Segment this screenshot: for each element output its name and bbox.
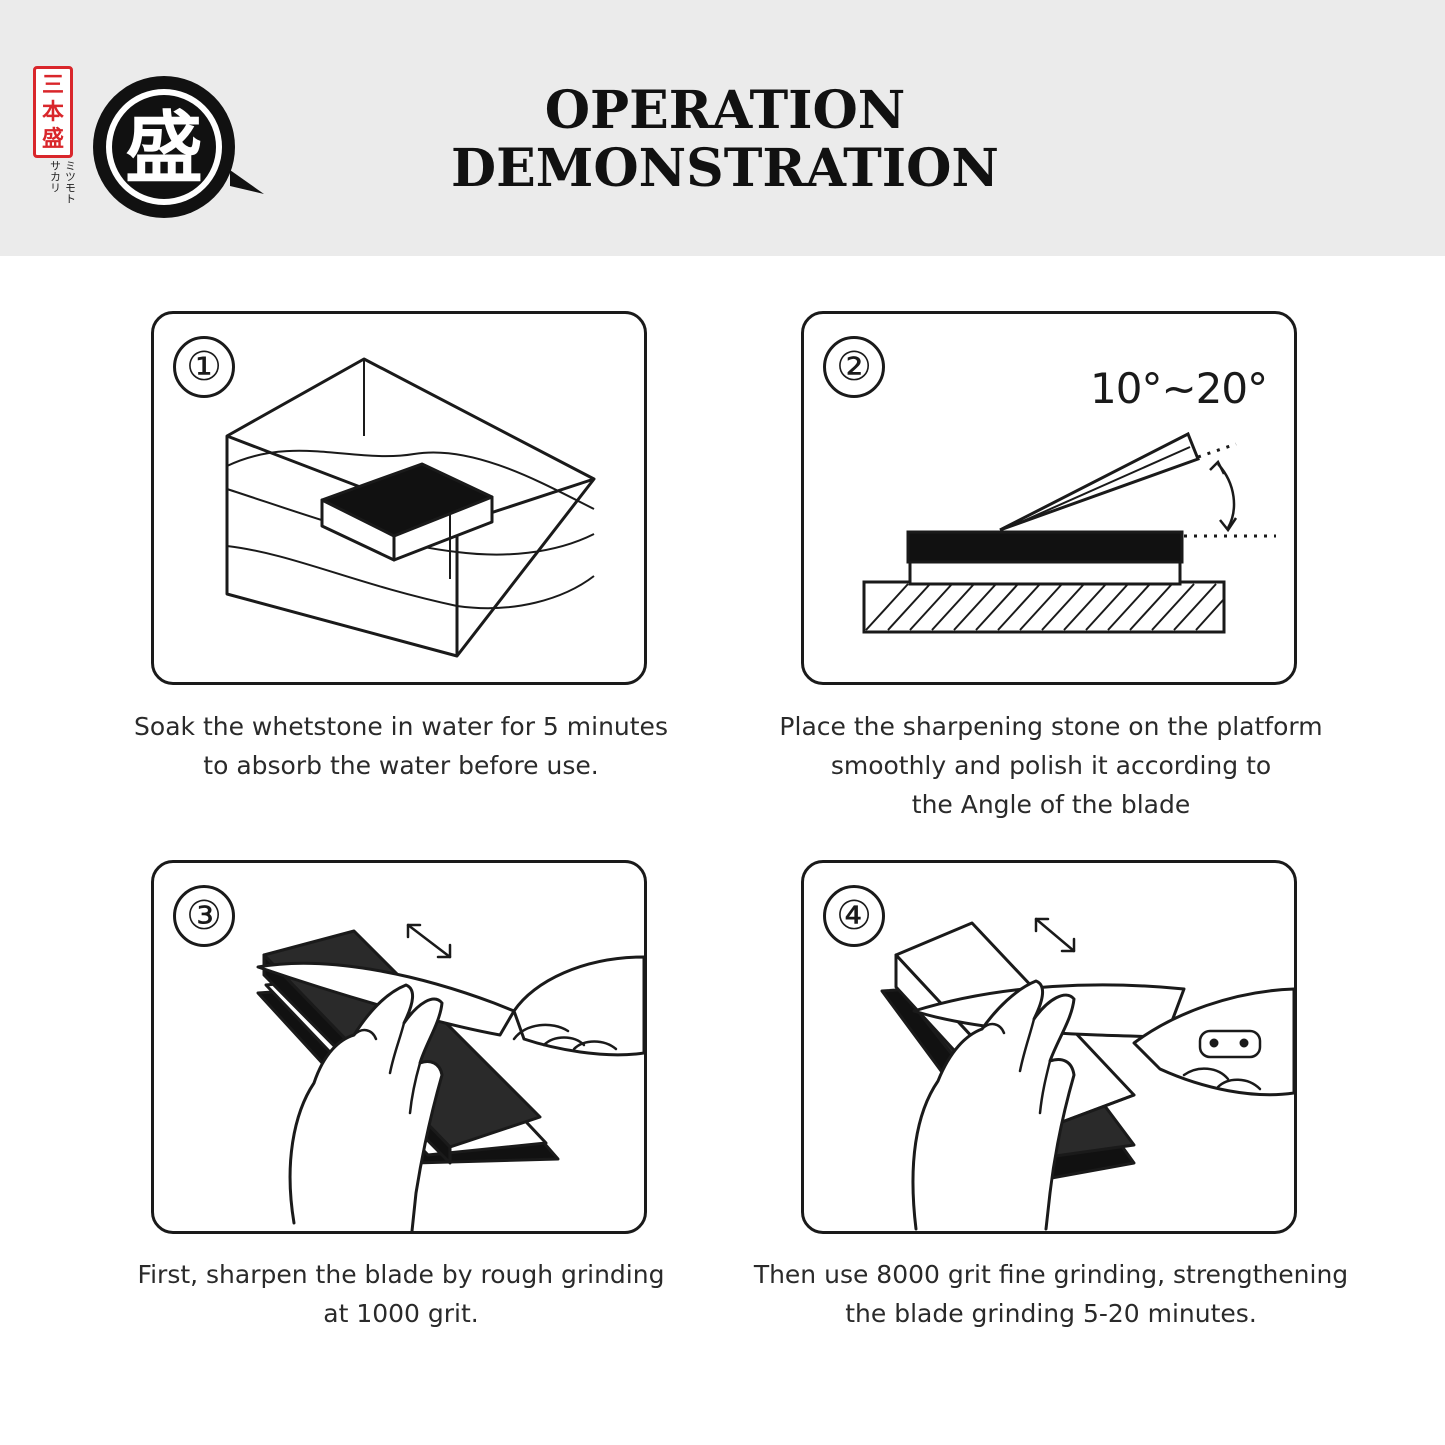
soaking-whetstone-icon (225, 357, 596, 658)
caption-line: to absorb the water before use. (203, 751, 599, 780)
logo-glyph: 盛 (125, 103, 203, 194)
step-panel-3: ③ (151, 860, 647, 1234)
step-number-badge: ① (173, 336, 235, 398)
red-seal-stamp: 三 本 盛 (33, 66, 73, 158)
step-panel-4: ④ (801, 860, 1297, 1234)
kana-column: サカリ (48, 160, 62, 193)
seal-char: 本 (41, 98, 64, 125)
kana-column: ミツモト (63, 160, 77, 204)
caption-line: Soak the whetstone in water for 5 minute… (134, 712, 668, 741)
seal-char: 三 (41, 72, 64, 99)
step-number-badge: ④ (823, 885, 885, 947)
step-number-badge: ② (823, 336, 885, 398)
caption-line: Then use 8000 grit fine grinding, streng… (753, 1260, 1349, 1289)
caption-line: First, sharpen the blade by rough grindi… (137, 1260, 665, 1289)
caption-line: at 1000 grit. (323, 1299, 479, 1328)
caption-line: the Angle of the blade (911, 790, 1191, 819)
page-title: OPERATION DEMONSTRATION (420, 82, 1030, 198)
caption-line: smoothly and polish it according to (830, 751, 1272, 780)
step-number-badge: ③ (173, 885, 235, 947)
step-panel-2: ② 10°~20° (801, 311, 1297, 685)
step-panel-1: ① (151, 311, 647, 685)
step-caption-2: Place the sharpening stone on the platfo… (751, 707, 1351, 824)
step-caption-1: Soak the whetstone in water for 5 minute… (101, 707, 701, 785)
seal-char: 盛 (41, 125, 64, 152)
caption-line: the blade grinding 5-20 minutes. (845, 1299, 1257, 1328)
blade-angle-icon (862, 431, 1276, 634)
brand-logo-icon: 盛 (93, 76, 264, 218)
rough-grinding-icon (256, 923, 644, 1231)
step-caption-3: First, sharpen the blade by rough grindi… (101, 1255, 701, 1333)
title-line: DEMONSTRATION (451, 138, 999, 199)
step-caption-4: Then use 8000 grit fine grinding, streng… (751, 1255, 1351, 1333)
angle-label: 10°~20° (1090, 364, 1268, 413)
title-line: OPERATION (544, 80, 906, 141)
fine-grinding-icon (880, 917, 1294, 1231)
brand-kana: ミツモト サカリ (42, 160, 82, 216)
caption-line: Place the sharpening stone on the platfo… (779, 712, 1323, 741)
header-banner: 三 本 盛 ミツモト サカリ 盛 OPERATION DEMONSTRATION (0, 0, 1445, 256)
